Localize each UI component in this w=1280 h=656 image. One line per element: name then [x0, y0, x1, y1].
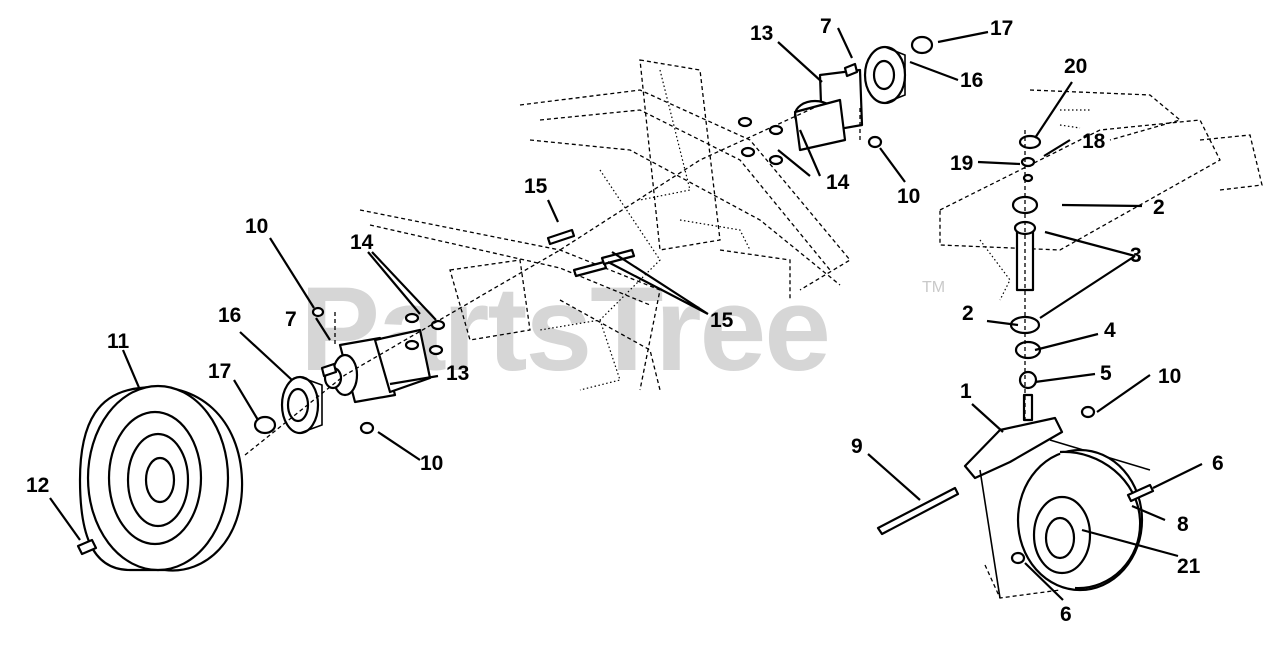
callout-6-lower: 6 [1060, 603, 1072, 626]
assembly-lines [244, 104, 1026, 456]
callout-13-left: 13 [446, 362, 469, 385]
hub-right [863, 45, 907, 105]
axle-bolt [876, 486, 960, 536]
callout-2-lower: 2 [962, 302, 974, 325]
callout-7-right: 7 [820, 15, 832, 38]
callout-9: 9 [851, 435, 863, 458]
callout-14-right: 14 [826, 171, 850, 194]
small-nuts [311, 135, 1096, 435]
callout-2-upper: 2 [1153, 196, 1165, 219]
callout-10-left-lower: 10 [420, 452, 443, 475]
callout-18: 18 [1082, 130, 1106, 153]
callout-4: 4 [1104, 319, 1116, 342]
front-frame [939, 89, 1263, 301]
callout-8: 8 [1177, 513, 1189, 536]
callout-7-left: 7 [285, 308, 297, 331]
drive-motor-right [793, 68, 864, 152]
wheel-studs [404, 116, 784, 356]
callout-3: 3 [1130, 244, 1142, 267]
caster-stack [1009, 134, 1042, 422]
callout-16-right: 16 [960, 69, 983, 92]
callout-21: 21 [1177, 555, 1201, 578]
callout-13-right: 13 [750, 22, 773, 45]
callout-20: 20 [1064, 55, 1087, 78]
leader-lines [49, 27, 1203, 601]
callout-19: 19 [950, 152, 973, 175]
caster-wheel [1016, 448, 1144, 592]
callout-17-right: 17 [990, 17, 1013, 40]
caster-spacer [1010, 551, 1026, 565]
callout-14-left: 14 [350, 231, 374, 254]
callout-10-left-upper: 10 [245, 215, 268, 238]
caster-bolt [1126, 483, 1155, 503]
callout-15-upper: 15 [524, 175, 548, 198]
watermark-trademark: TM [922, 279, 945, 296]
hub-nuts [253, 35, 934, 435]
main-frame [359, 59, 851, 391]
caster-fork [963, 416, 1151, 599]
key-left [320, 362, 338, 378]
callout-17-left: 17 [208, 360, 231, 383]
callout-6-upper: 6 [1212, 452, 1224, 475]
callout-5: 5 [1100, 362, 1112, 385]
key-right [843, 62, 859, 78]
callout-10-right: 10 [897, 185, 920, 208]
callout-10-caster: 10 [1158, 365, 1181, 388]
callout-labels: 1 2 2 3 4 5 6 6 7 7 8 9 10 10 10 10 11 1… [26, 15, 1224, 626]
lug-bolt [76, 538, 98, 556]
callout-11: 11 [107, 330, 130, 353]
callout-15-lower: 15 [710, 309, 734, 332]
callout-12: 12 [26, 474, 49, 497]
callout-1: 1 [960, 380, 972, 403]
rear-wheel [78, 384, 244, 572]
callout-16-left: 16 [218, 304, 241, 327]
